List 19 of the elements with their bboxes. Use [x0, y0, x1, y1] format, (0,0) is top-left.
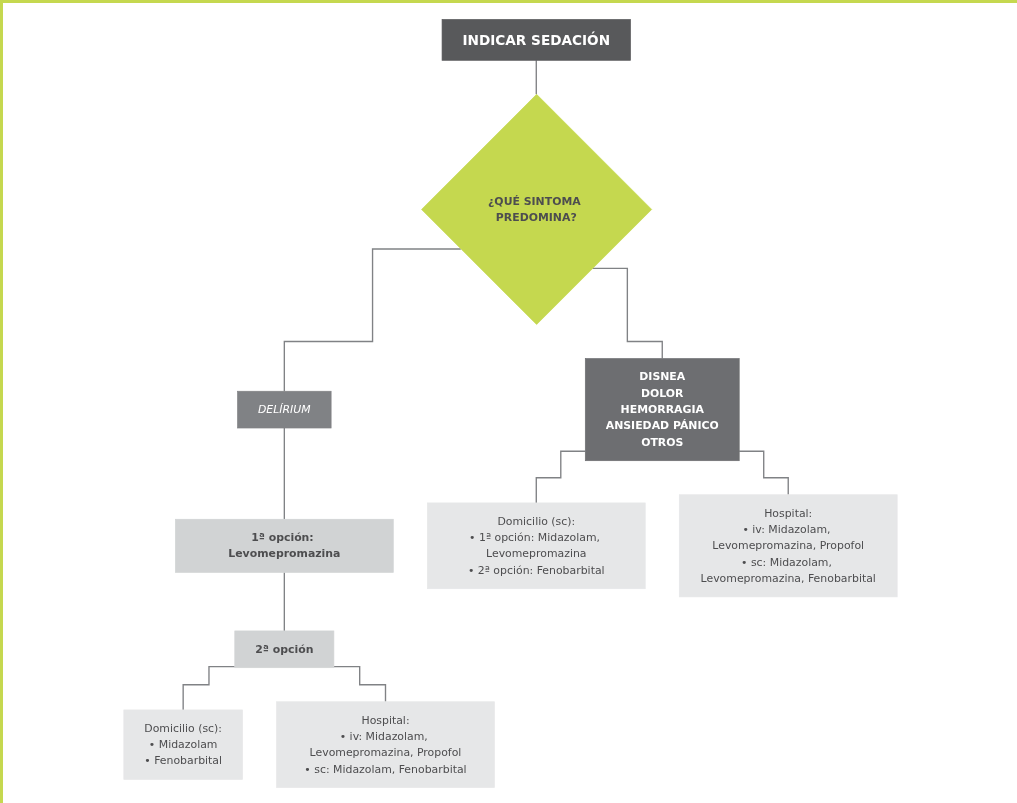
node-diamond: ¿QUÉ SINTOMA PREDOMINA?	[420, 93, 652, 325]
node-box: Hospital: • iv: Midazolam, Levomepromazina, Propofol • sc: Midazolam, Levomepromazina, Fenobarbital	[678, 493, 897, 597]
node-box: Domicilio (sc): • 1ª opción: Midazolam, Levomepromazina • 2ª opción: Fenobarbital	[426, 502, 646, 589]
connector	[182, 665, 235, 711]
connector	[283, 571, 285, 632]
node-box: INDICAR SEDACIÓN	[441, 18, 631, 61]
node-box: Domicilio (sc): • Midazolam • Fenobarbital	[122, 709, 243, 780]
connector	[535, 450, 586, 504]
connector	[332, 665, 386, 702]
connector	[591, 267, 663, 359]
connector	[283, 426, 285, 520]
connector	[535, 59, 537, 95]
connector	[738, 450, 789, 495]
node-box: 2ª opción	[233, 630, 334, 668]
node-box: DELÍRIUM	[236, 390, 331, 428]
node-box: 1ª opción: Levomepromazina	[174, 518, 394, 573]
node-box: Hospital: • iv: Midazolam, Levomepromazina, Propofol • sc: Midazolam, Fenobarbital	[275, 700, 495, 788]
node-box: DISNEA DOLOR HEMORRAGIA ANSIEDAD PÁNICO OTROS	[584, 357, 740, 461]
connector	[283, 247, 461, 392]
